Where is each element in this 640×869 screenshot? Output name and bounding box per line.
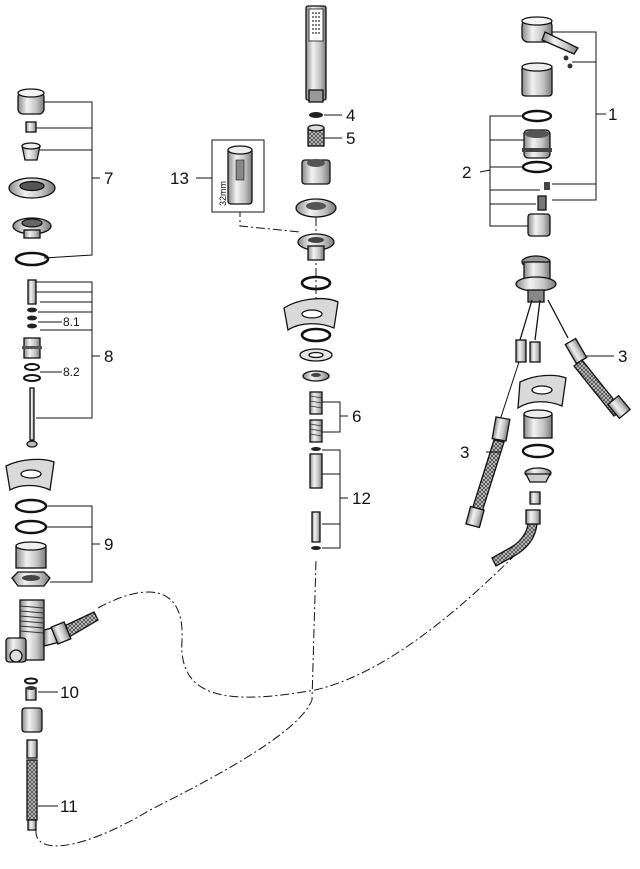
- gasket-center-a: [300, 327, 332, 343]
- small-screw-right: [544, 182, 550, 190]
- callout-6: 6: [352, 407, 361, 426]
- o-rings-8-2: [23, 363, 41, 382]
- o-ring-10: [24, 677, 38, 685]
- countertop-section-right: [517, 374, 567, 410]
- flow-regulator-5: [307, 124, 325, 147]
- washer-right: [521, 443, 555, 459]
- callout-13: 13: [170, 169, 189, 188]
- o-ring-right-a: [521, 109, 553, 123]
- callout-3-left: 3: [460, 443, 469, 462]
- dash-dot-connection-lines: [35, 200, 521, 847]
- braided-hose-11: [26, 759, 38, 831]
- callout-2: 2: [462, 163, 471, 182]
- hose-fitting-11: [26, 739, 38, 759]
- cartridge-insert: [522, 129, 552, 159]
- callout-11: 11: [60, 797, 78, 816]
- mixer-handle: [521, 16, 579, 69]
- rosette-ring: [8, 177, 56, 199]
- hose-connector-12: [309, 447, 323, 550]
- callout-10: 10: [60, 683, 79, 702]
- flange: [12, 217, 52, 239]
- countertop-section-center: [283, 297, 339, 332]
- outlet-hose-short: [50, 611, 99, 645]
- callout-8-2: 8.2: [63, 365, 80, 379]
- cap-adapter: [21, 142, 41, 161]
- connection-line-tool: [239, 208, 301, 233]
- gasket-upper: [14, 498, 48, 514]
- fixing-nut-right: [524, 467, 552, 483]
- hex-nut: [11, 571, 51, 587]
- spindle-body: [22, 337, 42, 359]
- supply-hose-right: [547, 299, 632, 420]
- threaded-rods-6: [309, 391, 323, 443]
- callout-3-right: 3: [618, 347, 627, 366]
- callout-8: 8: [104, 347, 113, 366]
- small-o-rings-8-1: [27, 307, 37, 329]
- callout-5: 5: [346, 129, 355, 148]
- callout-9: 9: [104, 535, 113, 554]
- handle-sleeve: [521, 62, 553, 97]
- small-nut: [25, 121, 37, 133]
- hose-nut-11: [21, 707, 43, 733]
- sleeve: [15, 541, 47, 569]
- leader-lines: [36, 31, 614, 807]
- threaded-mount-center: [297, 233, 335, 261]
- diverter-cap: [17, 88, 45, 115]
- diverter-body: [5, 599, 61, 663]
- o-ring-right-b: [521, 160, 553, 174]
- center-column-parts: [211, 5, 339, 550]
- insert-10: [25, 686, 37, 701]
- callout-labels: 1 2 3 3 4 5 6 7 8 8.1 8.2 9 10 11 12 13 …: [60, 105, 627, 816]
- mounting-sleeve-right: [523, 409, 553, 439]
- callout-7: 7: [104, 169, 113, 188]
- connection-line-lower-hose: [35, 559, 317, 847]
- supply-hose-left-lower: [465, 416, 511, 529]
- escutcheon-center: [295, 198, 337, 218]
- countertop-section-left: [5, 458, 55, 492]
- hose-guide-sleeve: [301, 159, 331, 185]
- outlet-elbow-hose: [491, 491, 541, 567]
- washer-4: [309, 112, 323, 118]
- gasket-center-b: [299, 348, 333, 362]
- supply-hoses-left: [499, 299, 541, 421]
- callout-12: 12: [352, 489, 371, 508]
- cartridge-body: [527, 195, 551, 237]
- left-column-parts: [5, 88, 99, 831]
- callout-8-1: 8.1: [63, 315, 80, 329]
- tool-size-label: 32mm: [218, 181, 228, 206]
- hand-shower: [305, 5, 327, 103]
- right-column-parts: [465, 16, 632, 567]
- mounting-tool-13: [211, 139, 265, 213]
- callout-1: 1: [608, 105, 617, 124]
- spindle-top: [27, 279, 37, 305]
- gasket-lower: [14, 519, 48, 535]
- nut-center: [302, 370, 330, 382]
- callout-4: 4: [346, 106, 355, 125]
- o-ring-center: [300, 275, 332, 291]
- mixer-base: [515, 255, 557, 303]
- o-ring-large-left: [14, 251, 50, 267]
- spindle-rod: [26, 387, 38, 448]
- connection-line-handshower-hose: [97, 549, 521, 698]
